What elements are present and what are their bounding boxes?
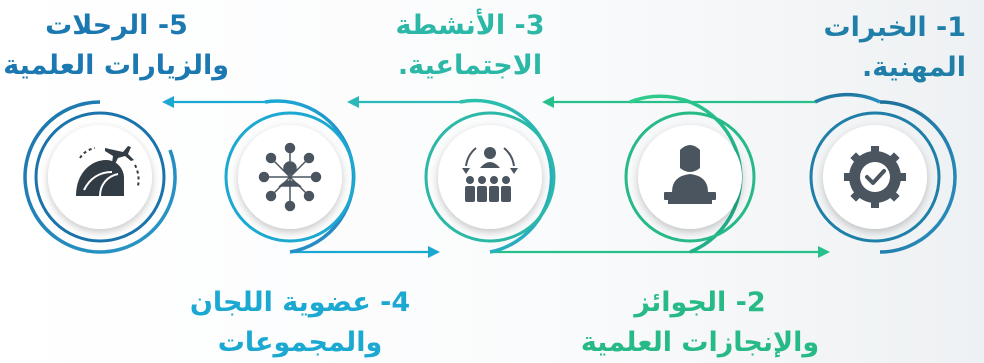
step-3-node <box>424 98 556 254</box>
step-2-title: 2- الجوائز <box>634 287 766 318</box>
step-1-node <box>809 92 957 254</box>
top-connector-3 <box>162 96 265 108</box>
airplane-globe-icon <box>76 146 140 197</box>
step-4-label: 4- عضوية اللجان والمجموعات <box>180 283 420 363</box>
bottom-connector-2 <box>290 246 440 258</box>
step-3-label: 3- الأنشطة الاجتماعية. <box>370 6 570 86</box>
step-5-subtitle: والزيارات العلمية <box>3 50 229 81</box>
step-4-node <box>224 99 356 254</box>
step-5-title: 5- الرحلات <box>45 10 188 41</box>
step-1-label: 1- الخبرات المهنية. <box>824 8 966 88</box>
award-person-icon <box>664 145 716 204</box>
social-group-icon <box>462 147 518 202</box>
step-2-node <box>624 94 756 254</box>
network-members-icon <box>258 142 322 212</box>
top-connector-2 <box>347 96 460 108</box>
step-5-node <box>23 100 177 254</box>
top-connector-1 <box>542 96 815 108</box>
bottom-connector-1 <box>490 246 830 258</box>
step-2-label: 2- الجوائز والإنجازات العلمية <box>580 283 820 363</box>
step-3-subtitle: الاجتماعية. <box>397 50 543 81</box>
step-4-subtitle: والمجموعات <box>217 327 383 358</box>
step-2-subtitle: والإنجازات العلمية <box>580 327 820 358</box>
step-3-title: 3- الأنشطة <box>395 10 545 41</box>
gear-check-icon <box>844 146 906 208</box>
step-5-label: 5- الرحلات والزيارات العلمية <box>3 6 229 86</box>
step-4-title: 4- عضوية اللجان <box>189 287 411 318</box>
step-1-title: 1- الخبرات <box>823 12 966 43</box>
step-1-subtitle: المهنية. <box>862 52 966 83</box>
